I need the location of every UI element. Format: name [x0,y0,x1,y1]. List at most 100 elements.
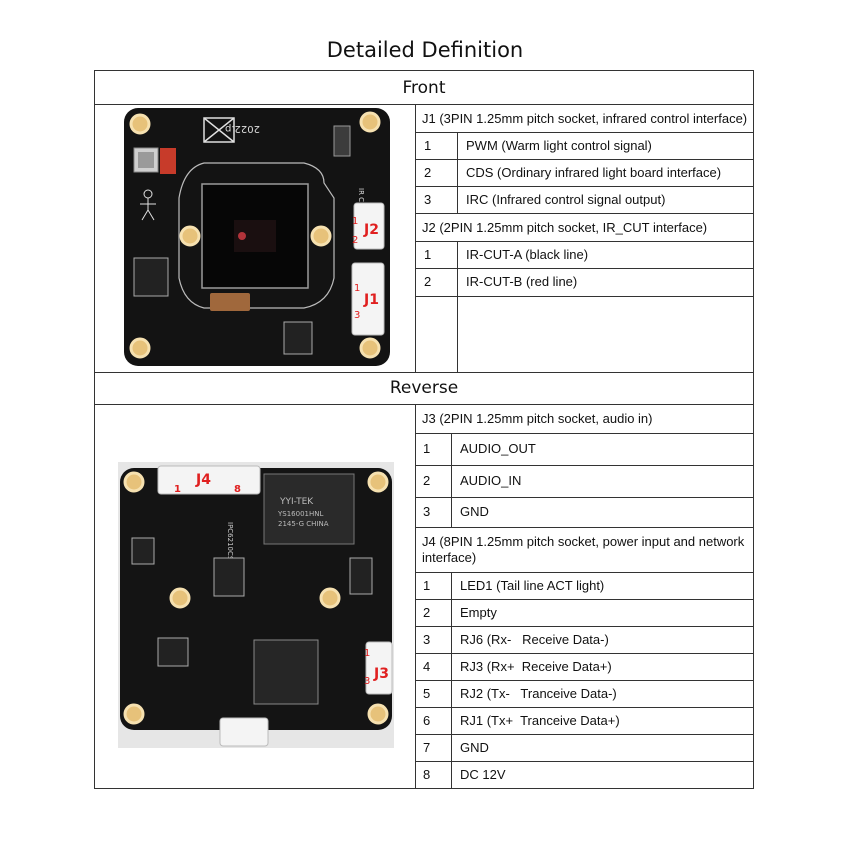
j3-connector [365,641,393,695]
pin-label: 1 [364,648,370,659]
j4-pin-number: 8 [423,767,431,782]
j4-pin-desc: LED1 (Tail line ACT light) [460,578,605,593]
j1-pin-number: 3 [424,192,432,207]
mounting-hole [129,113,151,135]
row-divider [94,404,754,405]
row-divider [415,186,754,187]
row-divider [415,433,754,434]
mounting-hole [367,703,389,725]
row-divider [415,465,754,466]
logo-box [203,117,235,143]
col-divider [457,132,458,213]
ir-cut-text: IR CUT [357,188,365,212]
row-divider [415,296,754,297]
mounting-hole [129,337,151,359]
transformer-model: YS16001HNL [277,510,323,518]
j4-pin-desc: Empty [460,605,497,620]
pin-label: 3 [354,310,360,321]
pin-label: 2 [352,235,358,246]
pin-label: 3 [364,676,370,687]
front-heading: Front [402,78,446,98]
j3-pin-number: 2 [423,473,431,488]
chip [133,257,169,297]
j4-pin-desc: GND [460,740,489,755]
j3-pin-desc: AUDIO_IN [460,473,522,488]
j2-pin-desc: IR-CUT-A (black line) [466,247,589,262]
j1-pin-desc: IRC (Infrared control signal output) [466,192,666,207]
component [349,557,373,595]
col-divider [415,104,416,372]
soc-chip [253,639,319,705]
reverse-heading: Reverse [389,378,459,398]
j1-connector [351,262,385,336]
j3-pin-desc: AUDIO_OUT [460,441,536,456]
j2-label: J2 [363,222,379,238]
row-divider [415,527,754,528]
mounting-hole [359,111,381,133]
pcb-version-text: IPC6210CS V1.01 [226,522,234,583]
j3-label: J3 [373,666,389,682]
row-divider [415,653,754,654]
j4-pin-number: 5 [423,686,431,701]
definition-table [94,70,754,789]
mounting-hole [367,471,389,493]
pin-label: 1 [174,484,181,495]
j3-pin-number: 1 [423,441,431,456]
j2-pin-number: 2 [424,274,432,289]
j4-pin-number: 3 [423,632,431,647]
j4-pin-desc: RJ3 (Rx+ Receive Data+) [460,659,612,674]
pin-label: 1 [354,283,360,294]
j2-header: J2 (2PIN 1.25mm pitch socket, IR_CUT int… [422,220,708,235]
j2-connector [353,202,385,250]
row-divider [415,626,754,627]
col-divider [451,572,452,789]
j4-pin-number: 4 [423,659,431,674]
reverse-board-photo: J4 1 8 YYI-TEK YS16001HNL 2145-G CHINA I… [118,462,394,748]
j4-header: J4 (8PIN 1.25mm pitch socket, power inpu… [422,534,745,565]
pin-label: 1 [352,216,358,227]
row-divider [94,372,754,373]
transformer-batch: 2145-G CHINA [278,520,329,528]
connector-bottom [210,293,250,311]
row-divider [415,599,754,600]
row-divider [415,572,754,573]
col-divider [457,241,458,372]
row-divider [415,132,754,133]
row-divider [415,159,754,160]
mounting-hole [310,225,332,247]
row-divider [415,761,754,762]
chip [131,537,155,565]
row-divider [415,680,754,681]
row-divider [415,707,754,708]
chip [213,557,245,597]
j4-pin-number: 1 [423,578,431,593]
component [138,152,154,168]
j1-header: J1 (3PIN 1.25mm pitch socket, infrared c… [422,111,748,126]
chip [157,637,189,667]
col-divider [415,404,416,789]
chip [283,321,313,355]
j3-header: J3 (2PIN 1.25mm pitch socket, audio in) [422,411,653,426]
mounting-hole [123,703,145,725]
j3-pin-desc: GND [460,504,489,519]
col-divider [451,433,452,527]
pin-label: 8 [234,484,241,495]
mounting-hole [179,225,201,247]
j1-pin-desc: PWM (Warm light control signal) [466,138,652,153]
component [160,148,176,174]
j4-pin-desc: RJ1 (Tx+ Tranceive Data+) [460,713,620,728]
logo-cross [203,117,235,143]
mounting-hole [123,471,145,493]
j1-pin-number: 1 [424,138,432,153]
j4-pin-number: 2 [423,605,431,620]
component [333,125,351,157]
j4-label: J4 [195,472,211,488]
network-transformer [263,473,355,545]
row-divider [94,104,754,105]
row-divider [415,268,754,269]
j1-pin-number: 2 [424,165,432,180]
j4-pin-desc: RJ2 (Tx- Tranceive Data-) [460,686,617,701]
mounting-hole [169,587,191,609]
row-divider [415,213,754,214]
front-board-photo: 2022.p IR CUT J2 J1 1 2 1 3 [124,108,390,366]
